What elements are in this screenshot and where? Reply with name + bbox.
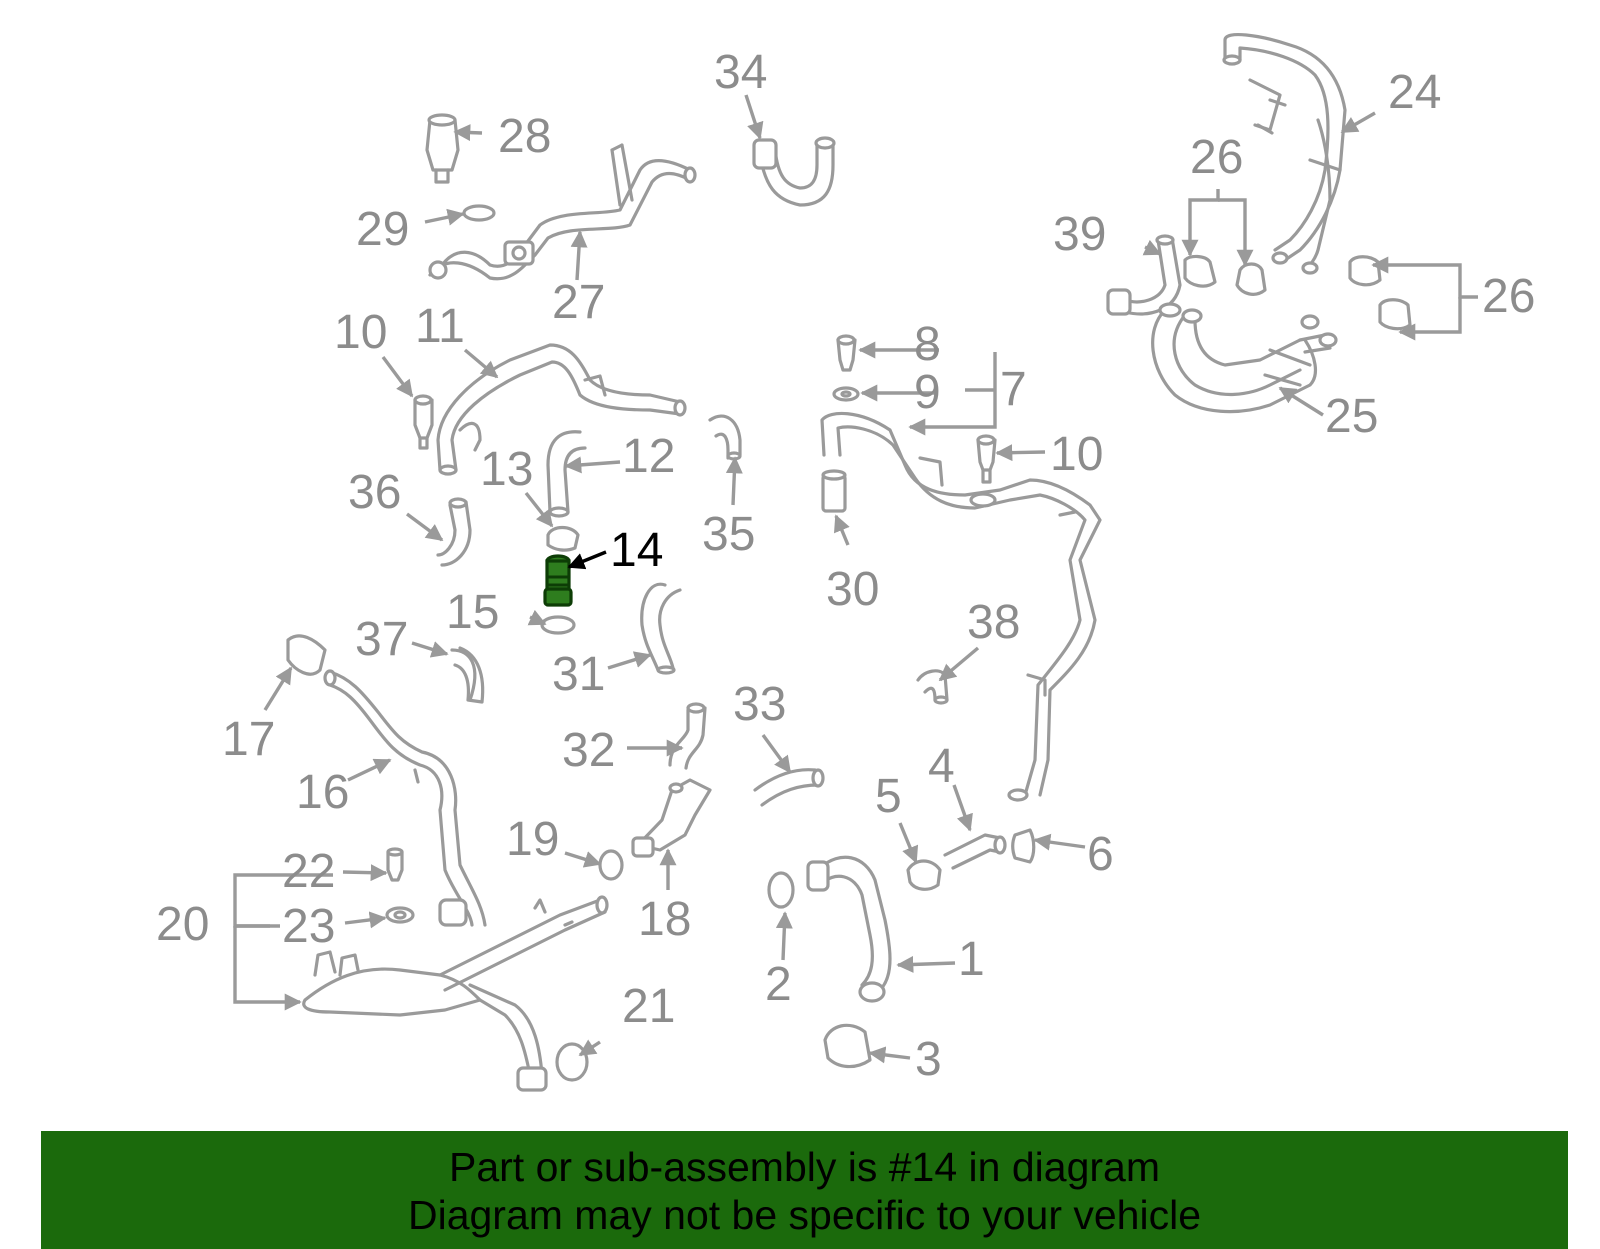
label-13[interactable]: 13 <box>480 443 533 496</box>
part-13-clamp[interactable] <box>546 525 580 552</box>
label-26-right[interactable]: 26 <box>1482 270 1535 323</box>
part-16-hose[interactable] <box>323 669 487 927</box>
part-29-oring[interactable] <box>462 204 496 222</box>
label-15[interactable]: 15 <box>446 586 499 639</box>
label-9[interactable]: 9 <box>914 366 941 419</box>
part-5-clamp[interactable] <box>906 859 942 891</box>
part-39-hose[interactable] <box>1106 234 1182 316</box>
label-23[interactable]: 23 <box>282 900 335 953</box>
label-32[interactable]: 32 <box>562 724 615 777</box>
part-labels: 34 28 29 27 10 11 12 13 36 35 14 15 37 3… <box>156 46 1535 1086</box>
label-10-left[interactable]: 10 <box>334 306 387 359</box>
label-18[interactable]: 18 <box>638 893 691 946</box>
part-37-hose[interactable] <box>450 646 485 704</box>
leader-14 <box>567 550 607 570</box>
part-33-hose[interactable] <box>753 768 825 807</box>
label-1[interactable]: 1 <box>958 933 985 986</box>
label-24[interactable]: 24 <box>1388 66 1441 119</box>
part-3-clamp[interactable] <box>823 1023 872 1069</box>
part-25-hose-pair[interactable] <box>1151 302 1338 414</box>
label-2[interactable]: 2 <box>765 958 792 1011</box>
info-banner: Part or sub-assembly is #14 in diagram D… <box>41 1131 1568 1249</box>
label-7[interactable]: 7 <box>1000 363 1027 416</box>
part-9-washer[interactable] <box>832 386 860 402</box>
label-26-top[interactable]: 26 <box>1190 131 1243 184</box>
part-12-hose[interactable] <box>546 430 587 518</box>
banner-line-1: Part or sub-assembly is #14 in diagram <box>449 1144 1160 1190</box>
label-5[interactable]: 5 <box>875 770 902 823</box>
label-31[interactable]: 31 <box>552 648 605 701</box>
label-28[interactable]: 28 <box>498 110 551 163</box>
part-22-bolt[interactable] <box>386 847 404 882</box>
label-3[interactable]: 3 <box>915 1033 942 1086</box>
label-6[interactable]: 6 <box>1087 828 1114 881</box>
label-35[interactable]: 35 <box>702 508 755 561</box>
part-4-hose[interactable] <box>943 833 1007 870</box>
label-36[interactable]: 36 <box>348 466 401 519</box>
label-22[interactable]: 22 <box>282 845 335 898</box>
label-20[interactable]: 20 <box>156 898 209 951</box>
part-18-fitting[interactable] <box>631 778 712 858</box>
label-29[interactable]: 29 <box>356 203 409 256</box>
part-2-oring[interactable] <box>767 871 795 909</box>
part-11-pipe[interactable] <box>436 343 687 476</box>
label-34[interactable]: 34 <box>714 46 767 99</box>
part-23-washer[interactable] <box>385 906 415 924</box>
label-8[interactable]: 8 <box>914 318 941 371</box>
part-36-hose[interactable] <box>436 497 472 567</box>
part-19-oring[interactable] <box>598 849 624 881</box>
label-33[interactable]: 33 <box>733 678 786 731</box>
part-14-fitting[interactable] <box>543 554 573 607</box>
part-1-hose[interactable] <box>806 855 892 1003</box>
label-12[interactable]: 12 <box>622 430 675 483</box>
label-19[interactable]: 19 <box>506 813 559 866</box>
part-15-oring[interactable] <box>540 615 576 635</box>
part-35-hose[interactable] <box>708 414 742 461</box>
label-39[interactable]: 39 <box>1053 208 1106 261</box>
part-28-sensor[interactable] <box>425 113 460 184</box>
label-30[interactable]: 30 <box>826 563 879 616</box>
label-25[interactable]: 25 <box>1325 390 1378 443</box>
part-32-hose[interactable] <box>668 702 707 770</box>
part-10-valve-right[interactable] <box>976 434 997 484</box>
part-7-pipe[interactable] <box>820 411 1102 802</box>
label-14[interactable]: 14 <box>610 524 663 577</box>
label-37[interactable]: 37 <box>355 613 408 666</box>
part-8-bolt[interactable] <box>836 334 857 372</box>
part-6-clamp[interactable] <box>1011 828 1036 864</box>
banner-line-2: Diagram may not be specific to your vehi… <box>407 1192 1201 1238</box>
label-38[interactable]: 38 <box>967 596 1020 649</box>
part-21-oring[interactable] <box>555 1042 589 1082</box>
label-10-right[interactable]: 10 <box>1050 428 1103 481</box>
parts-diagram: 34 28 29 27 10 11 12 13 36 35 14 15 37 3… <box>156 33 1535 1092</box>
label-16[interactable]: 16 <box>296 766 349 819</box>
part-26-clamps[interactable] <box>1183 254 1412 331</box>
leader-lines <box>233 94 1478 1064</box>
part-24-pipe-assembly[interactable] <box>1222 33 1347 275</box>
part-20-housing[interactable] <box>302 895 609 1092</box>
label-11[interactable]: 11 <box>415 300 465 353</box>
label-4[interactable]: 4 <box>928 740 955 793</box>
part-30-sleeve[interactable] <box>821 469 847 513</box>
label-17[interactable]: 17 <box>222 713 275 766</box>
part-27-pipe[interactable] <box>428 143 697 281</box>
part-31-hose[interactable] <box>640 582 682 675</box>
part-17-clamp[interactable] <box>286 634 327 676</box>
part-10-valve-left[interactable] <box>413 394 434 450</box>
label-21[interactable]: 21 <box>622 980 675 1033</box>
label-27[interactable]: 27 <box>552 276 605 329</box>
part-34-hose[interactable] <box>752 136 836 207</box>
